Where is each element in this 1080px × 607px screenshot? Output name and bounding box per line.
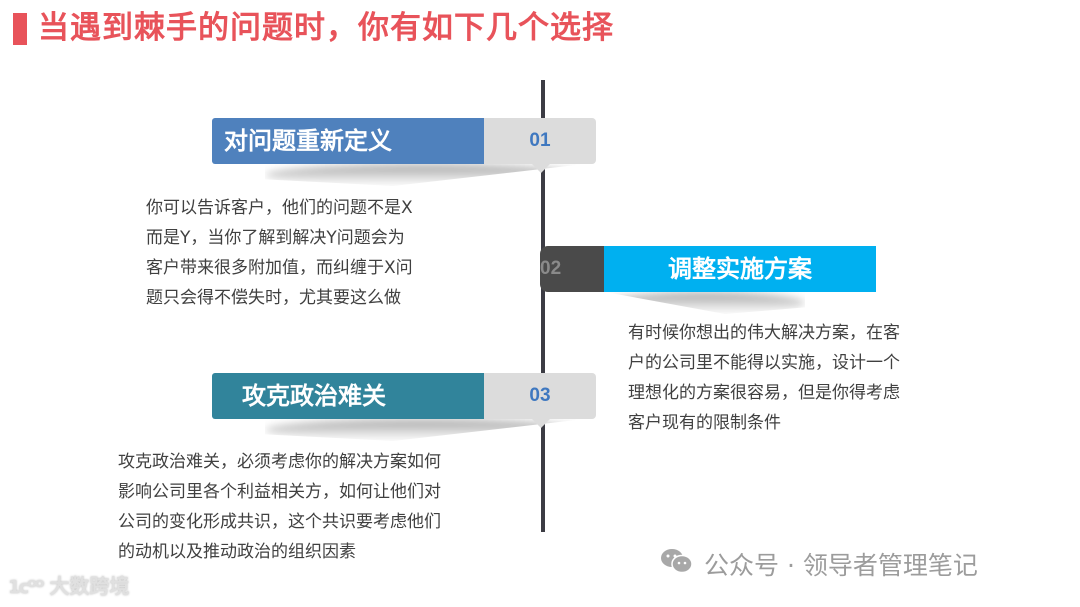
description-line: 攻克政治难关，必须考虑你的解决方案如何 <box>118 452 441 472</box>
wechat-icon <box>660 547 694 581</box>
description-line: 客户带来很多附加值，而纠缠于X问 <box>146 258 413 278</box>
description-line: 而是Y，当你了解到解决Y问题会为 <box>146 228 405 248</box>
option-card-3: 攻克政治难关 03 <box>212 373 596 428</box>
option-label: 攻克政治难关 <box>212 373 484 419</box>
description-line: 题只会得不偿失时，尤其要这么做 <box>146 288 401 308</box>
description-line: 影响公司里各个利益相关方，如何让他们对 <box>118 482 441 502</box>
option-card-2: 02 调整实施方案 <box>540 246 876 292</box>
watermark-right-text: 公众号 · 领导者管理笔记 <box>704 551 978 580</box>
description-line: 你可以告诉客户，他们的问题不是X <box>146 198 413 218</box>
option-number: 01 <box>484 118 596 164</box>
option-number: 02 <box>540 246 604 292</box>
watermark-left: 1ᴄᴼᴼ 大数跨境 <box>8 570 129 599</box>
page-title: 当遇到棘手的问题时，你有如下几个选择 <box>38 10 614 46</box>
card-shadow <box>605 292 805 314</box>
description-line: 客户现有的限制条件 <box>628 413 781 433</box>
description-line: 户的公司里不能得以实施，设计一个 <box>628 353 900 373</box>
watermark-left-text: 大数跨境 <box>49 574 130 598</box>
option-description-1: 你可以告诉客户，他们的问题不是X 而是Y，当你了解到解决Y问题会为 客户带来很多… <box>146 193 413 313</box>
option-number: 03 <box>484 373 596 419</box>
description-line: 有时候你想出的伟大解决方案，在客 <box>628 323 900 343</box>
option-label: 对问题重新定义 <box>212 118 484 164</box>
description-line: 的动机以及推动政治的组织因素 <box>118 542 356 562</box>
option-card-1: 对问题重新定义 01 <box>212 118 596 173</box>
description-line: 公司的变化形成共识，这个共识要考虑他们 <box>118 512 441 532</box>
pointer-arrow <box>532 419 550 428</box>
option-description-3: 攻克政治难关，必须考虑你的解决方案如何 影响公司里各个利益相关方，如何让他们对 … <box>118 447 441 567</box>
timeline-line <box>541 80 545 532</box>
option-description-2: 有时候你想出的伟大解决方案，在客 户的公司里不能得以实施，设计一个 理想化的方案… <box>628 318 900 438</box>
title-accent-bar <box>13 13 27 45</box>
logo-icon: 1ᴄᴼᴼ <box>8 577 44 598</box>
description-line: 理想化的方案很容易，但是你得考虑 <box>628 383 900 403</box>
pointer-arrow <box>532 164 550 173</box>
option-label: 调整实施方案 <box>604 246 876 292</box>
watermark-right: 公众号 · 领导者管理笔记 <box>660 546 978 582</box>
